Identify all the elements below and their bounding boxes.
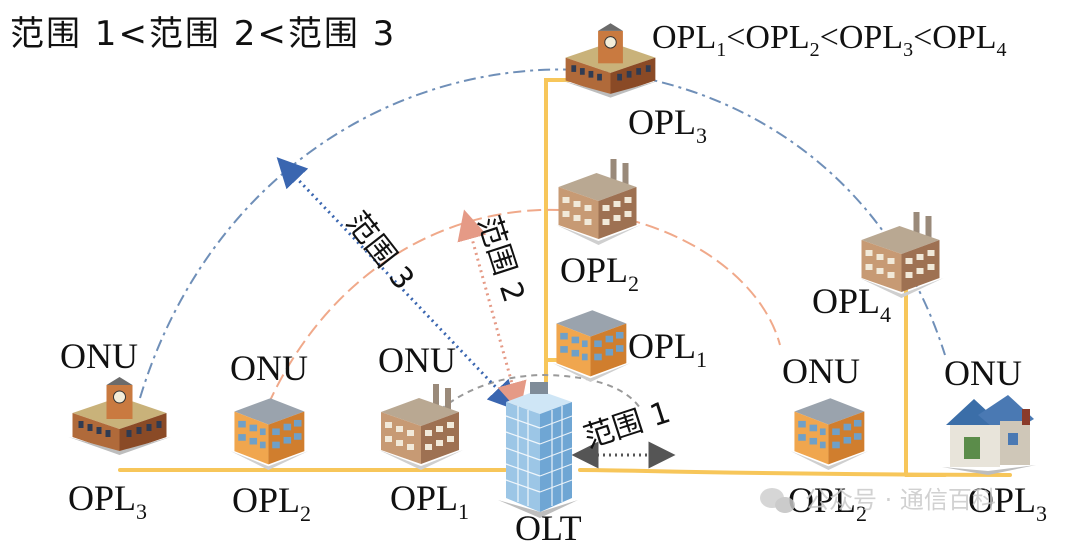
range2-arrow <box>457 209 527 413</box>
fiber-right <box>578 468 1012 477</box>
opl-label-center-3: OPL3 <box>628 102 707 148</box>
range-relation-title: 范围 1<范围 2<范围 3 <box>10 14 396 54</box>
office-building-icon <box>230 398 309 470</box>
range2-label: 范围 2 <box>470 212 531 307</box>
opl-label-center-1: OPL1 <box>628 326 707 372</box>
onu-label-left-2: ONU <box>230 348 308 388</box>
town-hall-icon <box>67 376 172 455</box>
onu-label-right-3: ONU <box>944 353 1022 393</box>
range3-arc <box>139 68 946 399</box>
onu-label-left-1: ONU <box>378 340 456 380</box>
watermark-text: 公众号 · 通信百科 <box>805 486 996 514</box>
range3-label: 范围 3 <box>339 205 421 296</box>
range1-label: 范围 1 <box>580 395 675 456</box>
opl-label-left-3: OPL3 <box>68 478 147 524</box>
watermark: 公众号 · 通信百科 <box>760 486 996 514</box>
wechat-icon <box>760 488 795 513</box>
onu-label-left-3: ONU <box>60 336 138 376</box>
opl-relation-title: OPL1<OPL2<OPL3<OPL4 <box>652 19 1007 61</box>
opl-label-right-3: OPL3 <box>968 480 1047 526</box>
office-building-icon <box>790 398 869 470</box>
town-hall-icon <box>561 22 660 99</box>
olt-label: OLT <box>515 508 582 543</box>
opl-label-right-upper-4: OPL4 <box>812 281 891 327</box>
factory-icon <box>556 159 641 245</box>
office-building-icon <box>552 310 631 382</box>
opl-label-left-1: OPL1 <box>390 478 469 524</box>
house-icon <box>942 395 1036 475</box>
onu-label-right-2: ONU <box>782 351 860 391</box>
fiber-links <box>118 78 1012 477</box>
opl-label-center-2: OPL2 <box>560 250 639 296</box>
opl-label-right-2: OPL2 <box>788 480 867 526</box>
factory-icon <box>379 384 463 470</box>
olt-building-icon <box>497 381 579 519</box>
opl-label-left-2: OPL2 <box>232 480 311 526</box>
